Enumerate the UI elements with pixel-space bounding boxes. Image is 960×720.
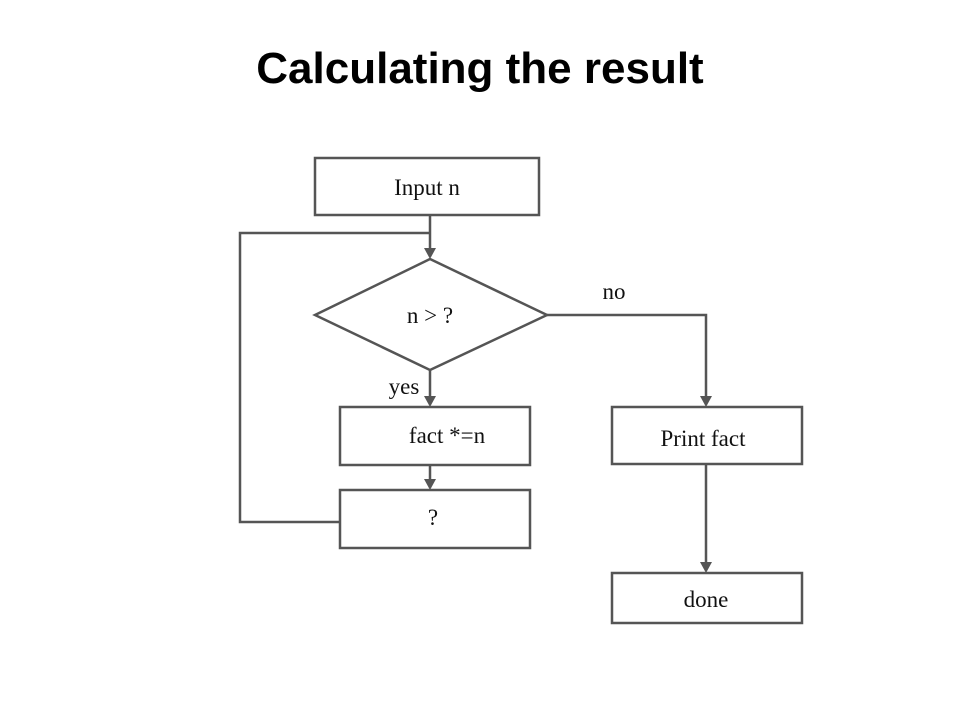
process-box (610, 405, 804, 466)
edge-label-yes: yes (389, 374, 420, 399)
node-decision: n > ? (312, 257, 550, 372)
page-title: Calculating the result (256, 44, 704, 93)
process-box (610, 571, 804, 625)
process-box (338, 405, 532, 467)
process-box (338, 488, 532, 550)
node-label: Print fact (661, 426, 747, 451)
node-input: Input n (313, 156, 541, 217)
node-label: done (684, 587, 729, 612)
arrowhead-to-decision (424, 248, 436, 259)
node-label: fact *=n (409, 423, 486, 448)
arrow-heads (424, 248, 712, 573)
node-step: ? (338, 488, 532, 550)
edge-decision-no (547, 313, 708, 398)
node-done: done (610, 571, 804, 625)
arrowhead-to-print (700, 396, 712, 407)
node-label: Input n (394, 175, 460, 200)
edge-label-no: no (603, 279, 626, 304)
process-box (313, 156, 541, 217)
node-label: ? (428, 505, 438, 530)
arrowhead-to-done (700, 562, 712, 573)
edge-loop-back (238, 231, 430, 524)
node-print: Print fact (610, 405, 804, 466)
node-label: n > ? (407, 303, 453, 328)
decision-diamond (312, 257, 550, 372)
arrowhead-to-step (424, 479, 436, 490)
arrowhead-to-multiply (424, 396, 436, 407)
node-multiply: fact *=n (338, 405, 532, 467)
